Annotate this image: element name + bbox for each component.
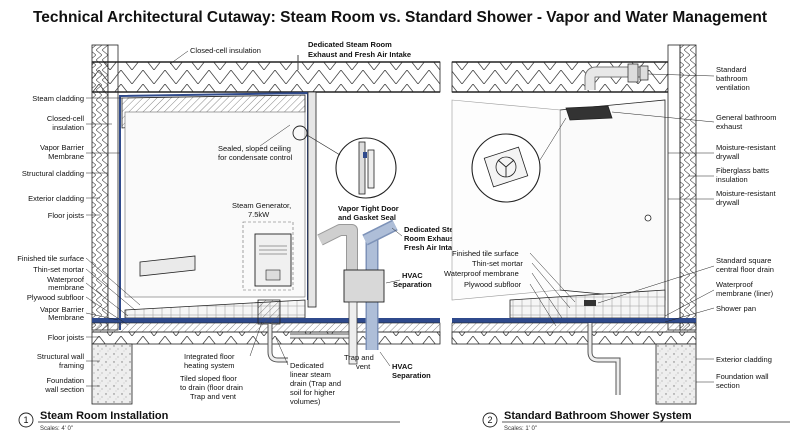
label-waterproof: Waterproof <box>47 275 85 284</box>
shower-back-wall <box>559 99 666 301</box>
label-thin-set-r: Thin-set mortar <box>472 259 523 268</box>
label-structural-wall: Structural wall <box>37 352 84 361</box>
label-exterior-cladding-r: Exterior cladding <box>716 355 772 364</box>
label-fiberglass: Fiberglass batts <box>716 166 769 175</box>
label-waterproof-r: Waterproof <box>716 280 754 289</box>
label-general-exhaust: General bathroom <box>716 113 776 122</box>
label-exhaust-mid-3: Fresh Air Intake <box>404 243 460 252</box>
label-standard-square: Standard square <box>716 256 771 265</box>
label-membrane-3: Membrane <box>48 313 84 322</box>
label-linear-2: linear steam <box>290 370 331 379</box>
label-hvac-low-1: HVAC <box>392 362 413 371</box>
label-sloped-1: Tiled sloped floor <box>180 374 237 383</box>
label-moisture-drywall: Moisture-resistant <box>716 143 777 152</box>
label-ceiling-1: Sealed, sloped ceiling <box>218 144 291 153</box>
label-framing: framing <box>59 361 84 370</box>
right-caption: 2 Standard Bathroom Shower System Scales… <box>482 410 790 432</box>
label-thin-set: Thin-set mortar <box>33 265 84 274</box>
label-floor-joists-2: Floor joists <box>48 333 85 342</box>
scale-right: Scales: 1' 0" <box>504 426 537 432</box>
label-exhaust: exhaust <box>716 122 743 131</box>
label-membrane-2: membrane <box>48 283 84 292</box>
exhaust-grille <box>565 105 613 121</box>
label-sloped-2: to drain (floor drain <box>180 383 243 392</box>
door-detail-callout <box>335 137 397 199</box>
label-standard: Standard <box>716 65 746 74</box>
label-membrane: Membrane <box>48 152 84 161</box>
left-labels: Steam cladding Closed-cell insulation Va… <box>17 94 141 394</box>
right-foundation <box>655 343 697 405</box>
right-exterior-wall <box>679 44 697 331</box>
bench <box>139 255 196 277</box>
label-hvac-2: Separation <box>393 280 432 289</box>
scale-left: Scales: 4' 0" <box>40 426 73 432</box>
label-vapor-barrier: Vapor Barrier <box>40 143 85 152</box>
label-linear-3: drain (Trap and <box>290 379 341 388</box>
label-floor-heat-1: Integrated floor <box>184 352 235 361</box>
label-drywall: drywall <box>716 152 740 161</box>
label-wall-section: wall section <box>44 385 84 394</box>
label-waterproof-membrane-r: Waterproof membrane <box>444 269 519 278</box>
label-plywood-r: Plywood subfloor <box>464 280 522 289</box>
label-floor-heat-2: heating system <box>184 361 234 370</box>
label-closed-cell: Closed-cell <box>47 114 84 123</box>
label-plywood: Plywood subfloor <box>27 293 85 302</box>
label-central-drain: central floor drain <box>716 265 774 274</box>
left-foundation <box>91 343 133 405</box>
label-trap-mid-2: vent <box>356 362 371 371</box>
label-finished-tile: Finished tile surface <box>17 254 84 263</box>
caption-number-1: 1 <box>23 415 28 425</box>
shower-section <box>451 44 697 405</box>
label-exhaust-mid-1: Dedicated Steam <box>404 225 465 234</box>
label-linear-5: volumes) <box>290 397 321 406</box>
caption-shower: Standard Bathroom Shower System <box>504 410 692 422</box>
label-vapor-barrier-2: Vapor Barrier <box>40 305 85 314</box>
label-ceiling-2: for condensate control <box>218 153 293 162</box>
roof-truss-band <box>91 61 441 93</box>
hvac-box <box>343 269 385 303</box>
label-shower-pan: Shower pan <box>716 304 756 313</box>
label-door-1: Vapor Tight Door <box>338 204 399 213</box>
label-foundation-wall: Foundation wall <box>716 372 769 381</box>
right-labels: Standard bathroom ventilation General ba… <box>444 65 777 390</box>
label-generator-2: 7.5kW <box>248 210 270 219</box>
label-ventilation: ventilation <box>716 83 750 92</box>
linear-drain <box>257 299 281 325</box>
left-inner-labels: Closed-cell insulation Dedicated Steam R… <box>169 40 472 406</box>
label-section: section <box>716 381 740 390</box>
label-finished-tile-r: Finished tile surface <box>452 249 519 258</box>
label-hvac-1: HVAC <box>402 271 423 280</box>
label-moisture-drywall-2: Moisture-resistant <box>716 189 777 198</box>
label-exterior-cladding: Exterior cladding <box>28 194 84 203</box>
page-title: Technical Architectural Cutaway: Steam R… <box>33 9 767 26</box>
label-exhaust-mid-2: Room Exhaust and <box>404 234 472 243</box>
label-linear-1: Dedicated <box>290 361 324 370</box>
label-bathroom: bathroom <box>716 74 748 83</box>
label-exhaust-top-1: Dedicated Steam Room <box>308 40 392 49</box>
label-trap-left: Trap and vent <box>190 392 237 401</box>
label-hvac-low-2: Separation <box>392 371 431 380</box>
label-steam-cladding: Steam cladding <box>32 94 84 103</box>
label-closed-cell-top: Closed-cell insulation <box>190 46 261 55</box>
label-insulation-r: insulation <box>716 175 748 184</box>
label-floor-joists: Floor joists <box>48 211 85 220</box>
label-exhaust-top-2: Exhaust and Fresh Air Intake <box>308 50 411 59</box>
label-structural-cladding: Structural cladding <box>22 169 84 178</box>
caption-steam-room: Steam Room Installation <box>40 410 169 422</box>
label-trap-mid-1: Trap and <box>344 353 374 362</box>
label-generator-1: Steam Generator, <box>232 201 291 210</box>
label-membrane-liner: membrane (liner) <box>716 289 774 298</box>
label-linear-4: soil for higher <box>290 388 336 397</box>
caption-number-2: 2 <box>487 415 492 425</box>
label-door-2: and Gasket Seal <box>338 213 396 222</box>
label-foundation: Foundation <box>46 376 84 385</box>
left-caption: 1 Steam Room Installation Scales: 4' 0" <box>18 410 400 432</box>
label-drywall-2: drywall <box>716 198 740 207</box>
label-insulation: insulation <box>52 123 84 132</box>
steam-room-section <box>91 44 441 405</box>
